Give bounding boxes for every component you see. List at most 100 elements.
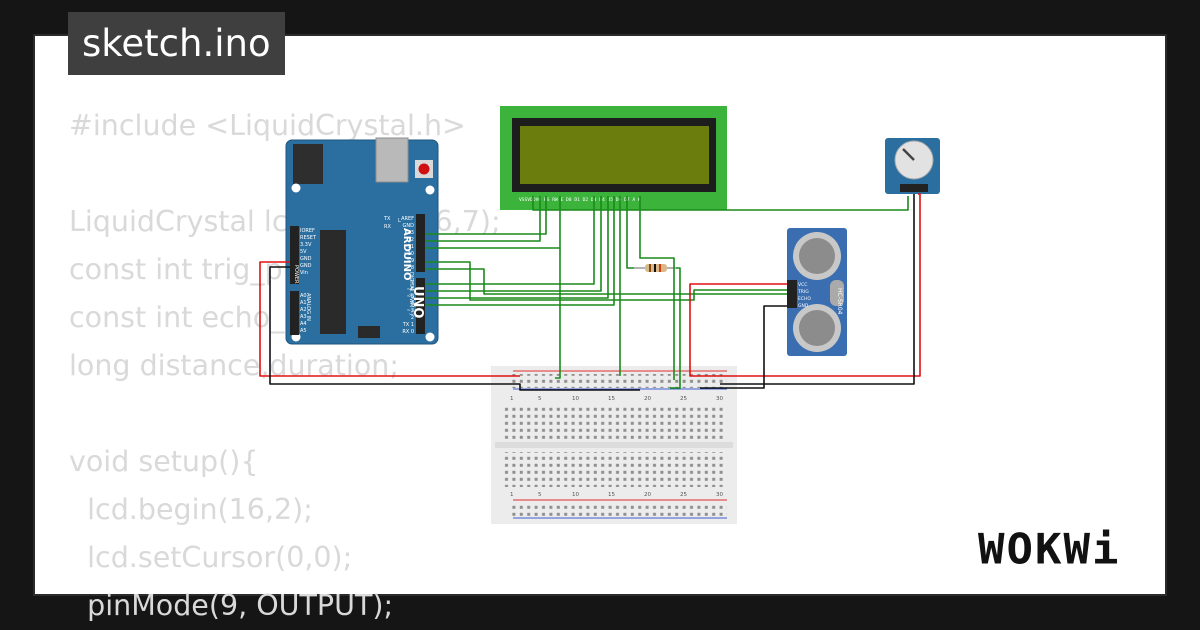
wire-green xyxy=(425,196,595,285)
wire-green xyxy=(425,268,787,295)
sensor-pin-labels: VCC TRIG ECHO GND xyxy=(797,282,811,309)
column-number: 10 xyxy=(572,396,579,402)
pin-label: ~6 xyxy=(407,287,414,293)
column-number: 15 xyxy=(608,492,615,498)
code-line: lcd.setCursor(0,0); xyxy=(69,541,353,574)
wire-green xyxy=(626,196,634,269)
wire-green xyxy=(425,196,547,235)
pin-label: IOREF xyxy=(300,228,315,234)
led-labels: TX RX L xyxy=(383,216,401,230)
analog-label: ANALOG IN xyxy=(305,293,311,321)
column-number: 15 xyxy=(608,396,615,402)
lcd-16x2[interactable]: VSSVDDV0 RS RW E D0 D1 D2 D3 D4 D5 D6 D7… xyxy=(500,106,727,210)
code-line: #include <LiquidCrystal.h> xyxy=(69,109,466,142)
lcd-screen xyxy=(520,126,709,184)
wire-green xyxy=(425,196,541,242)
column-number: 5 xyxy=(538,396,542,402)
analog-pin-labels: A0 A1 A2 A3 A4 A5 xyxy=(300,293,307,334)
pin-label: ~5 xyxy=(407,294,414,300)
arduino-uno[interactable]: ARDUINO UNO POWER ANALOG IN DIGITAL (PWM… xyxy=(285,137,439,345)
wire-red-5v xyxy=(259,261,520,377)
crystal xyxy=(830,280,844,306)
pin-label: ~3 xyxy=(407,308,414,314)
wire-black-gnd xyxy=(269,266,640,391)
breadboard: 1 5 10 15 20 25 30 1 5 10 15 20 25 30 xyxy=(491,366,737,524)
power-jack xyxy=(293,144,323,184)
wires xyxy=(259,193,921,391)
wokwi-logo: WOKWi xyxy=(978,525,1121,574)
pin-label: ~11 xyxy=(403,244,414,250)
power-pin-labels: IOREF RESET 3.3V 5V GND GND Vin xyxy=(300,228,317,276)
potentiometer[interactable] xyxy=(885,138,940,194)
pin-label: A5 xyxy=(300,328,307,334)
led-label: RX xyxy=(384,224,391,230)
wire-green xyxy=(425,196,615,306)
wire-black-gnd xyxy=(720,194,915,385)
wire-red-vcc xyxy=(689,193,921,377)
pin-label: 3.3V xyxy=(300,242,312,248)
reset-button[interactable] xyxy=(418,163,430,175)
column-number: 25 xyxy=(680,396,687,402)
pin-label: GND xyxy=(300,256,312,262)
pin-label: A0 xyxy=(300,293,307,299)
led-label: L xyxy=(398,218,401,224)
wire-green xyxy=(670,267,681,389)
pin-label: A4 xyxy=(300,321,307,327)
pin-label: 7 xyxy=(411,280,414,286)
pin-label: 5V xyxy=(300,249,307,255)
pin-label: TRIG xyxy=(797,289,809,295)
resistor[interactable] xyxy=(634,264,676,272)
pin-label: Vin xyxy=(300,270,308,276)
pin-label: ~9 xyxy=(407,258,414,264)
pin-label: AREF xyxy=(401,216,414,222)
pin-label: 4 xyxy=(411,301,414,307)
pin-label: GND xyxy=(798,303,809,309)
pin-label: GND xyxy=(403,223,415,229)
column-number: 20 xyxy=(644,492,651,498)
column-number: 10 xyxy=(572,492,579,498)
wire-green xyxy=(639,196,675,380)
wire-green xyxy=(425,261,787,301)
code-line: void setup(){ xyxy=(69,445,259,478)
board-name: UNO xyxy=(410,286,425,319)
code-line: lcd.begin(16,2); xyxy=(69,493,313,526)
column-number: 30 xyxy=(716,492,723,498)
column-number: 20 xyxy=(644,396,651,402)
pin-label: VCC xyxy=(798,282,807,288)
pin-label: A1 xyxy=(300,300,307,306)
sensor-model: HC-SR04 xyxy=(836,288,843,315)
column-number: 25 xyxy=(680,492,687,498)
column-number: 1 xyxy=(510,396,514,402)
column-number: 1 xyxy=(510,492,514,498)
led-label: TX xyxy=(383,216,391,222)
ultrasonic-sensor[interactable]: VCC TRIG ECHO GND HC-SR04 xyxy=(787,228,847,356)
pin-label: TX 1 xyxy=(402,322,414,328)
wire-green xyxy=(555,248,561,379)
wire-green xyxy=(532,196,909,211)
pin-label: 2 xyxy=(411,315,414,321)
column-number: 30 xyxy=(716,396,723,402)
pin-label: A3 xyxy=(300,314,307,320)
pin-label: RESET xyxy=(300,235,317,241)
microcontroller-chip xyxy=(320,230,346,334)
usb-port xyxy=(375,137,409,183)
arduino-brand: ARDUINO xyxy=(401,228,412,280)
code-line: pinMode(9, OUTPUT); xyxy=(69,589,394,622)
pin-label: ~10 xyxy=(403,251,414,257)
pin-label: ECHO xyxy=(798,296,811,302)
digital-label: DIGITAL (PWM ~) xyxy=(408,272,414,315)
pin-label: 13 xyxy=(408,230,414,236)
power-label: POWER xyxy=(293,265,299,284)
pin-label: GND xyxy=(300,263,312,269)
file-tab-sketch[interactable]: sketch.ino xyxy=(68,12,285,75)
breadboard-column-numbers-top: 1 5 10 15 20 25 30 xyxy=(510,396,723,402)
breadboard-column-numbers-bottom: 1 5 10 15 20 25 30 xyxy=(510,492,723,498)
wire-green xyxy=(425,196,609,299)
pin-label: 8 xyxy=(411,265,414,271)
wire-black-gnd xyxy=(700,305,787,389)
column-number: 5 xyxy=(538,492,542,498)
pin-label: A2 xyxy=(300,307,307,313)
pin-label: 12 xyxy=(408,237,414,243)
lcd-pin-labels: VSSVDDV0 RS RW E D0 D1 D2 D3 D4 D5 D6 D7… xyxy=(519,197,641,203)
